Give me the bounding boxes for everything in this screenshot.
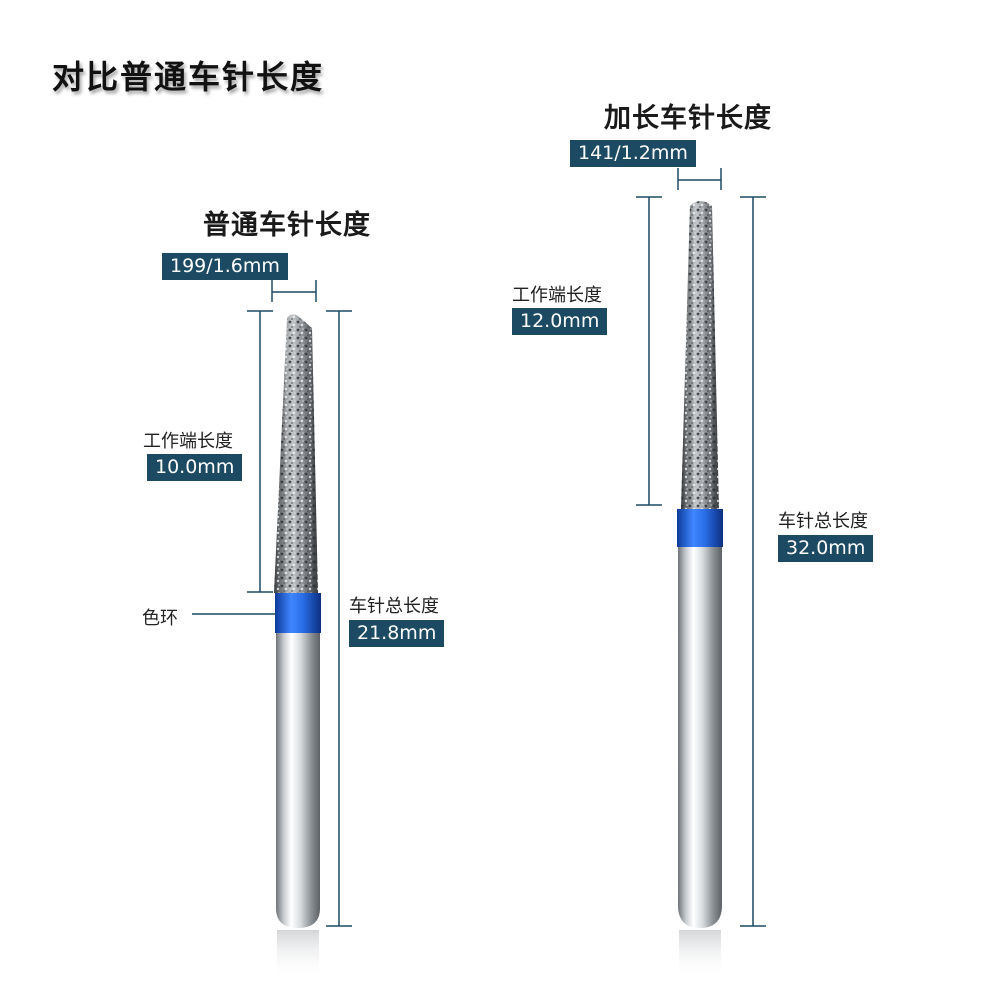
long-dimension-lines bbox=[636, 168, 766, 927]
long-total-length-tag: 32.0mm bbox=[778, 535, 874, 562]
standard-bur-heading: 普通车针长度 bbox=[203, 210, 371, 241]
standard-working-label: 工作端长度 bbox=[143, 431, 233, 452]
long-color-ring bbox=[677, 509, 723, 547]
long-tip-spec-tag: 141/1.2mm bbox=[570, 140, 696, 167]
long-working-label: 工作端长度 bbox=[512, 285, 602, 306]
standard-working-length-tag: 10.0mm bbox=[147, 454, 243, 481]
standard-bur bbox=[274, 314, 321, 980]
long-bur bbox=[677, 201, 723, 980]
standard-tip-spec-tag: 199/1.6mm bbox=[162, 253, 288, 280]
standard-dimension-lines bbox=[192, 280, 352, 927]
standard-color-ring bbox=[275, 593, 321, 633]
long-total-label: 车针总长度 bbox=[778, 511, 868, 532]
standard-total-length-tag: 21.8mm bbox=[349, 620, 445, 647]
page-title: 对比普通车针长度 bbox=[52, 58, 325, 96]
color-ring-label: 色环 bbox=[142, 608, 178, 629]
long-working-length-tag: 12.0mm bbox=[512, 308, 608, 335]
standard-total-label: 车针总长度 bbox=[349, 596, 439, 617]
long-bur-heading: 加长车针长度 bbox=[604, 103, 772, 134]
